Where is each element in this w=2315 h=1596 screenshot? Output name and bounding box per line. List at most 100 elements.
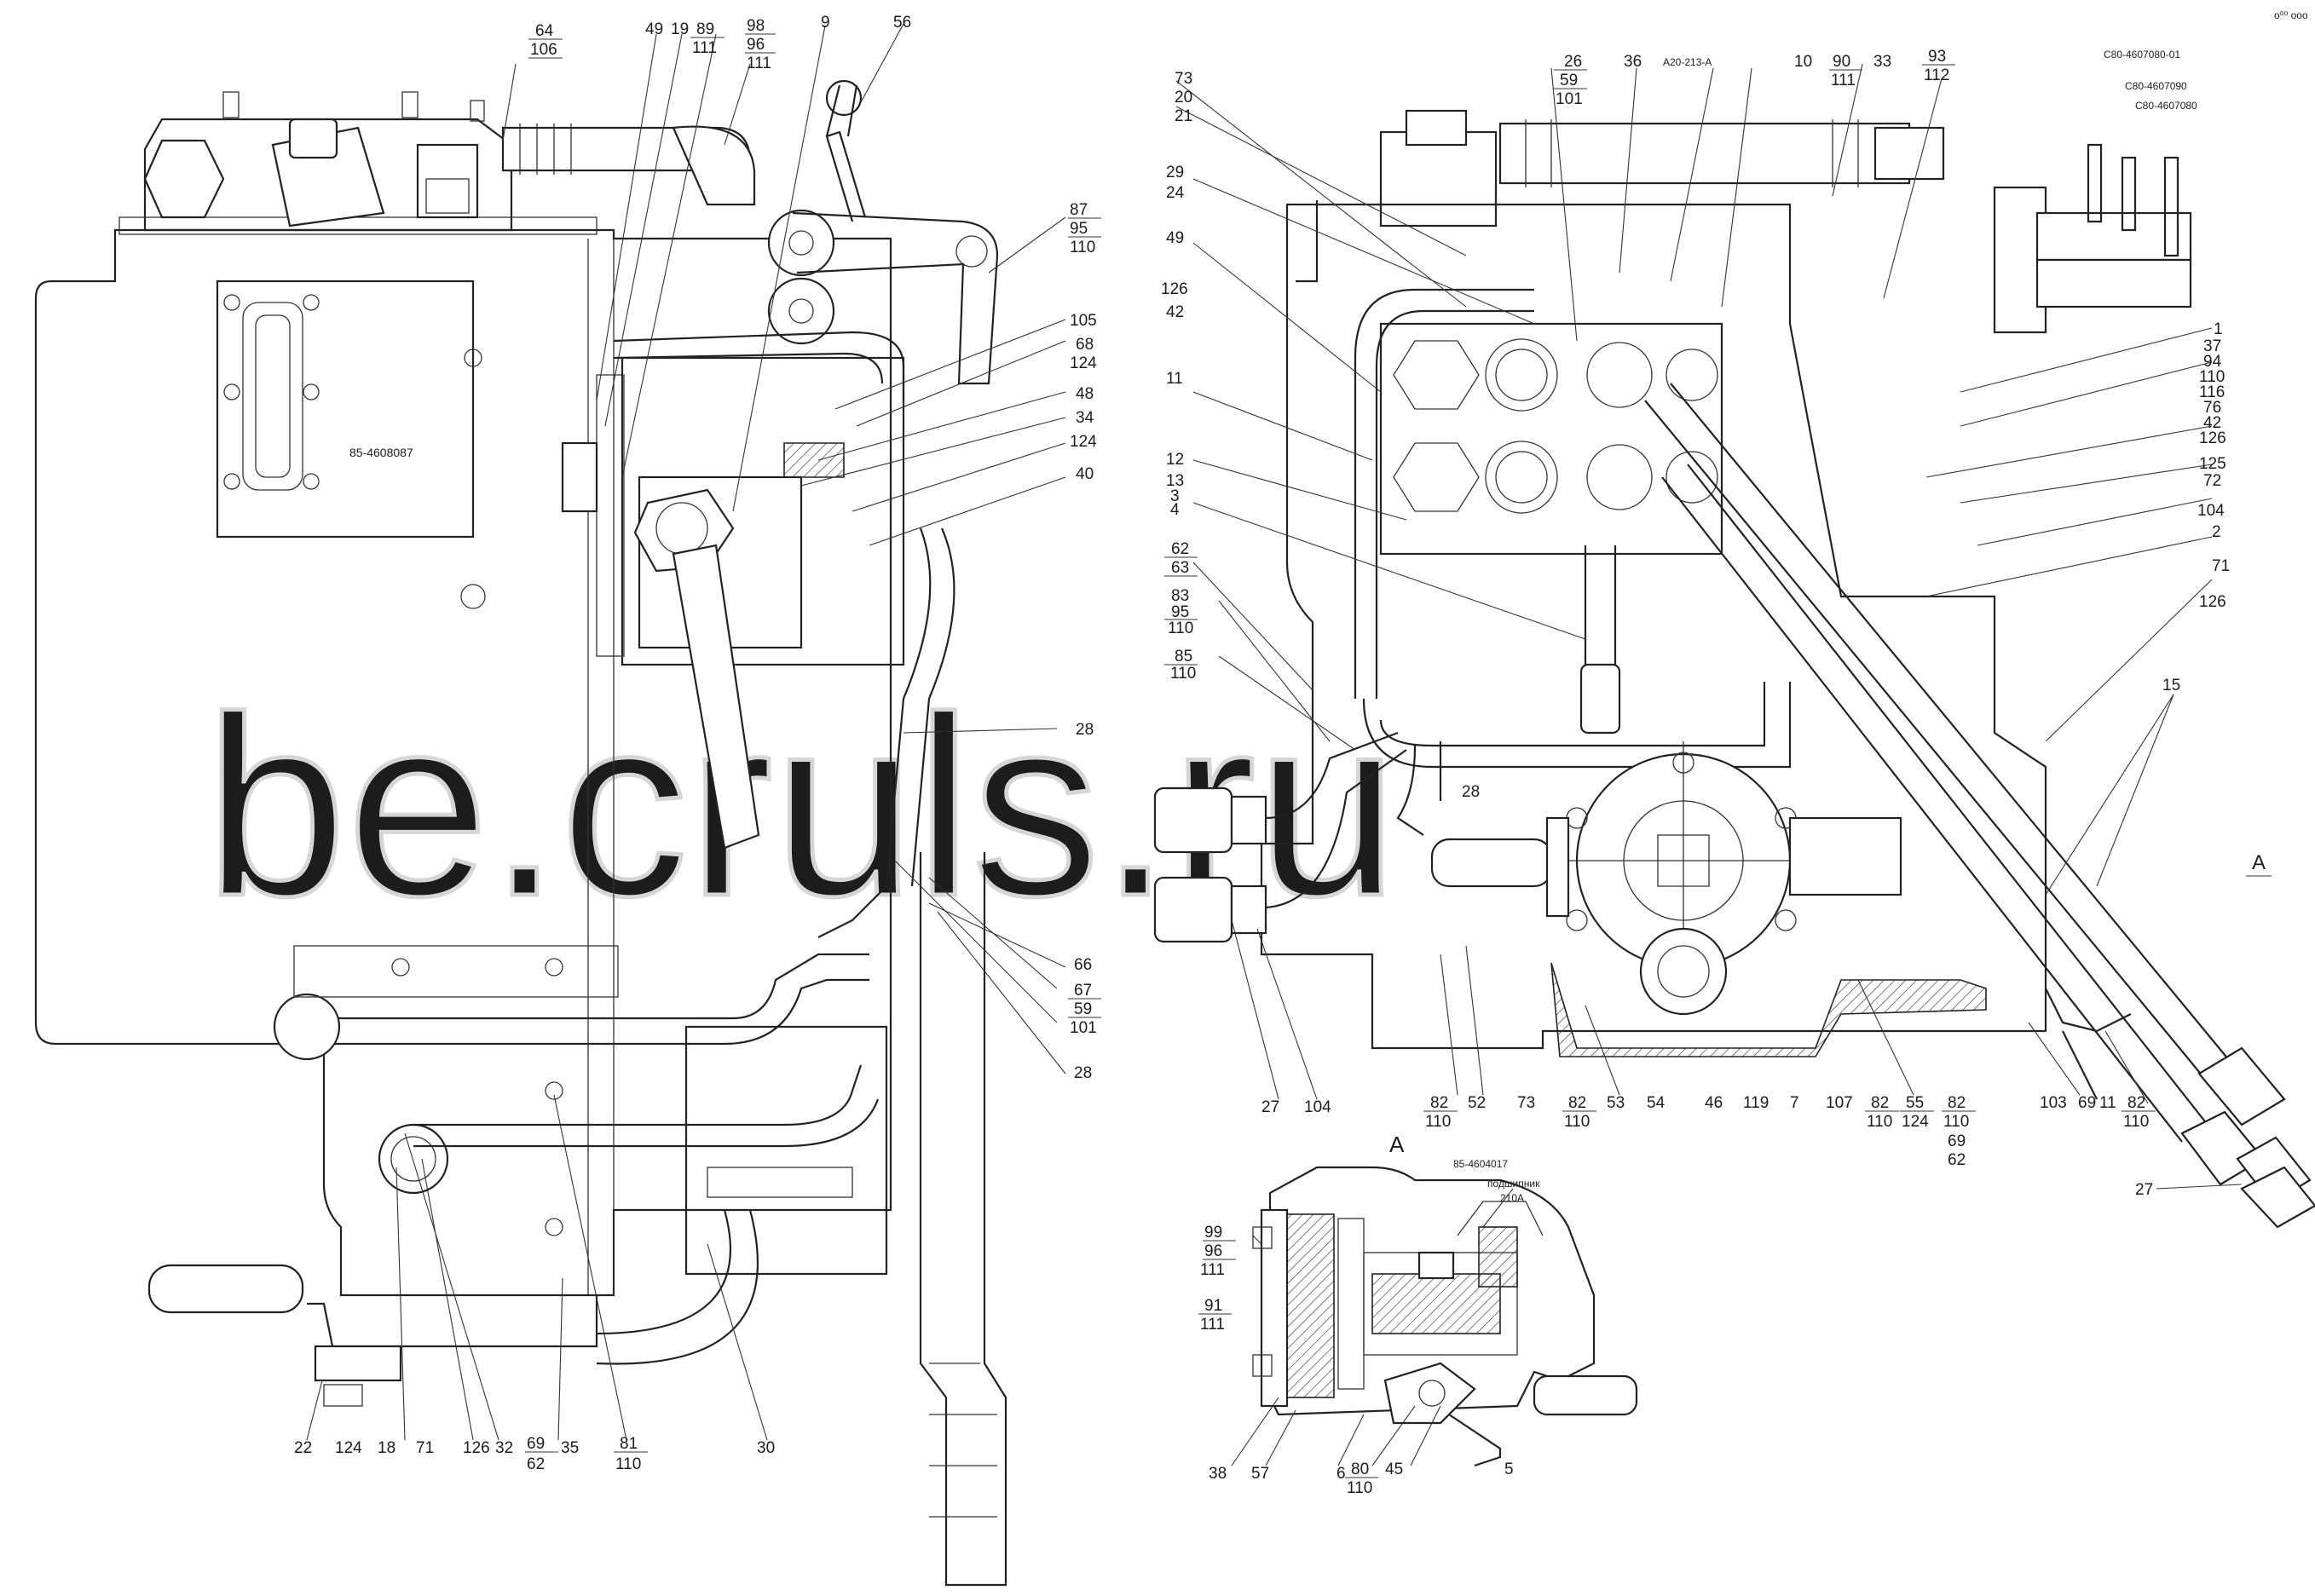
callout: 10	[1794, 53, 1812, 71]
callout: 104	[1304, 1098, 1331, 1116]
callout: 110	[1425, 1113, 1451, 1131]
callout: 110	[1867, 1113, 1892, 1131]
callout: 22	[294, 1439, 312, 1457]
callout: 49	[1166, 229, 1184, 247]
callout: 24	[1166, 184, 1185, 202]
callout: 46	[1705, 1094, 1723, 1112]
part-code-labels: 85-4608087 А20-213-А С80-4607080-01 С80-…	[349, 49, 2197, 1204]
callout: 95	[1171, 603, 1189, 621]
callout: 28	[1076, 721, 1094, 739]
callout: 42	[2203, 414, 2221, 432]
callout: 126	[2199, 429, 2226, 447]
callout: 124	[1070, 433, 1097, 451]
callout: 111	[1200, 1316, 1225, 1334]
callout: 98	[747, 17, 765, 35]
callout: 48	[1076, 385, 1094, 403]
callout: 27	[2135, 1181, 2153, 1199]
callout: 54	[1647, 1094, 1666, 1112]
callout: 34	[1076, 409, 1094, 427]
callout: 101	[1556, 90, 1583, 108]
callout: 32	[495, 1439, 513, 1457]
callout: 27	[1261, 1098, 1279, 1116]
callout: 110	[2123, 1113, 2149, 1131]
left-drain-pipe	[919, 852, 1007, 1587]
callout: 111	[692, 39, 717, 57]
callout: 110	[615, 1455, 641, 1473]
left-view	[34, 79, 1007, 1587]
callout: 105	[1070, 312, 1097, 330]
callout: 11	[2099, 1094, 2116, 1112]
top-bolts	[222, 91, 485, 122]
callout: 12	[1166, 451, 1184, 469]
callouts-right-bottom: 27 104 82 110 52 73 82 110 53 54 46 119 …	[1261, 1094, 2153, 1199]
callout: 63	[1171, 559, 1189, 577]
callout: 30	[757, 1439, 775, 1457]
callout: 2	[2212, 523, 2221, 541]
diagonal-hose-1	[1644, 383, 2234, 1083]
quick-couplers	[1153, 731, 1407, 943]
callouts-right-side: 1 37 94 110 116 76 42 126 125 72 104 2 7…	[2162, 320, 2266, 874]
callout: 111	[747, 55, 771, 72]
callout: 35	[561, 1439, 579, 1457]
callout: 3	[1170, 487, 1180, 505]
callouts-left-bottom: 22 124 18 71 126 32 69 62 35 81 110 30	[294, 1435, 775, 1473]
callout: 6	[1336, 1465, 1346, 1483]
callout: 56	[893, 14, 911, 32]
code-85-4608087: 85-4608087	[349, 446, 413, 459]
left-inspection-plate	[216, 279, 475, 539]
right-top-pipe	[1498, 122, 1911, 185]
callout: 71	[2212, 557, 2230, 575]
callout: 110	[1564, 1113, 1590, 1131]
callout: 72	[2203, 472, 2221, 490]
callout: 69	[1948, 1132, 1966, 1150]
callout: 1	[2214, 320, 2223, 338]
callout: 64	[535, 22, 554, 40]
callout: 119	[1743, 1094, 1769, 1112]
callout: 37	[2203, 337, 2221, 355]
code-85-4604017: 85-4604017	[1453, 1158, 1508, 1170]
callout: 49	[645, 20, 663, 38]
callout: 110	[1943, 1113, 1969, 1131]
callout: 124	[1902, 1113, 1929, 1131]
callout: 107	[1826, 1094, 1853, 1112]
hose-end-fittings	[2180, 1046, 2315, 1229]
lower-pipe-loop	[281, 953, 869, 1020]
right-housing	[1260, 203, 2047, 1050]
callout: 28	[1462, 783, 1480, 801]
callout: 101	[1070, 1019, 1097, 1037]
bearing-number: 210А	[1500, 1192, 1524, 1204]
callout: 111	[1200, 1261, 1225, 1279]
callout: 69	[2078, 1094, 2096, 1112]
callout: 83	[1171, 587, 1189, 605]
callout: 45	[1385, 1461, 1403, 1478]
callout: 66	[1074, 956, 1092, 974]
callout: 106	[530, 41, 557, 59]
callout: 62	[1948, 1151, 1966, 1169]
callout: 82	[1948, 1094, 1966, 1112]
callout: 96	[747, 36, 765, 54]
leader-lines	[306, 23, 2213, 1466]
callout: 18	[378, 1439, 395, 1457]
section-label-a: A	[1389, 1132, 1405, 1157]
callout: 87	[1070, 201, 1088, 219]
callout: 73	[1175, 70, 1192, 88]
callout: 38	[1209, 1465, 1227, 1483]
callout: 76	[2203, 399, 2221, 417]
callout: 124	[1070, 354, 1097, 372]
callout: 13	[1166, 472, 1184, 490]
callout: 110	[1168, 619, 1193, 637]
callout: 90	[1833, 53, 1850, 71]
callouts-section-a: 99 96 111 91 111 38 57 6 80 110 45 5	[1200, 1224, 1514, 1497]
callouts-right-left: 73 20 21 29 24 49 126 42 11 12 13 3 4 62…	[1161, 70, 1480, 801]
callout: 15	[2162, 677, 2180, 694]
callout: 110	[1170, 665, 1196, 683]
callout: 82	[2127, 1094, 2145, 1112]
callout: 81	[620, 1435, 638, 1453]
callout: 5	[1504, 1461, 1514, 1478]
callout: 93	[1928, 48, 1946, 66]
callout: 69	[527, 1435, 545, 1453]
callout: 73	[1517, 1094, 1535, 1112]
callout: 112	[1924, 66, 1949, 84]
callout: 53	[1607, 1094, 1625, 1112]
